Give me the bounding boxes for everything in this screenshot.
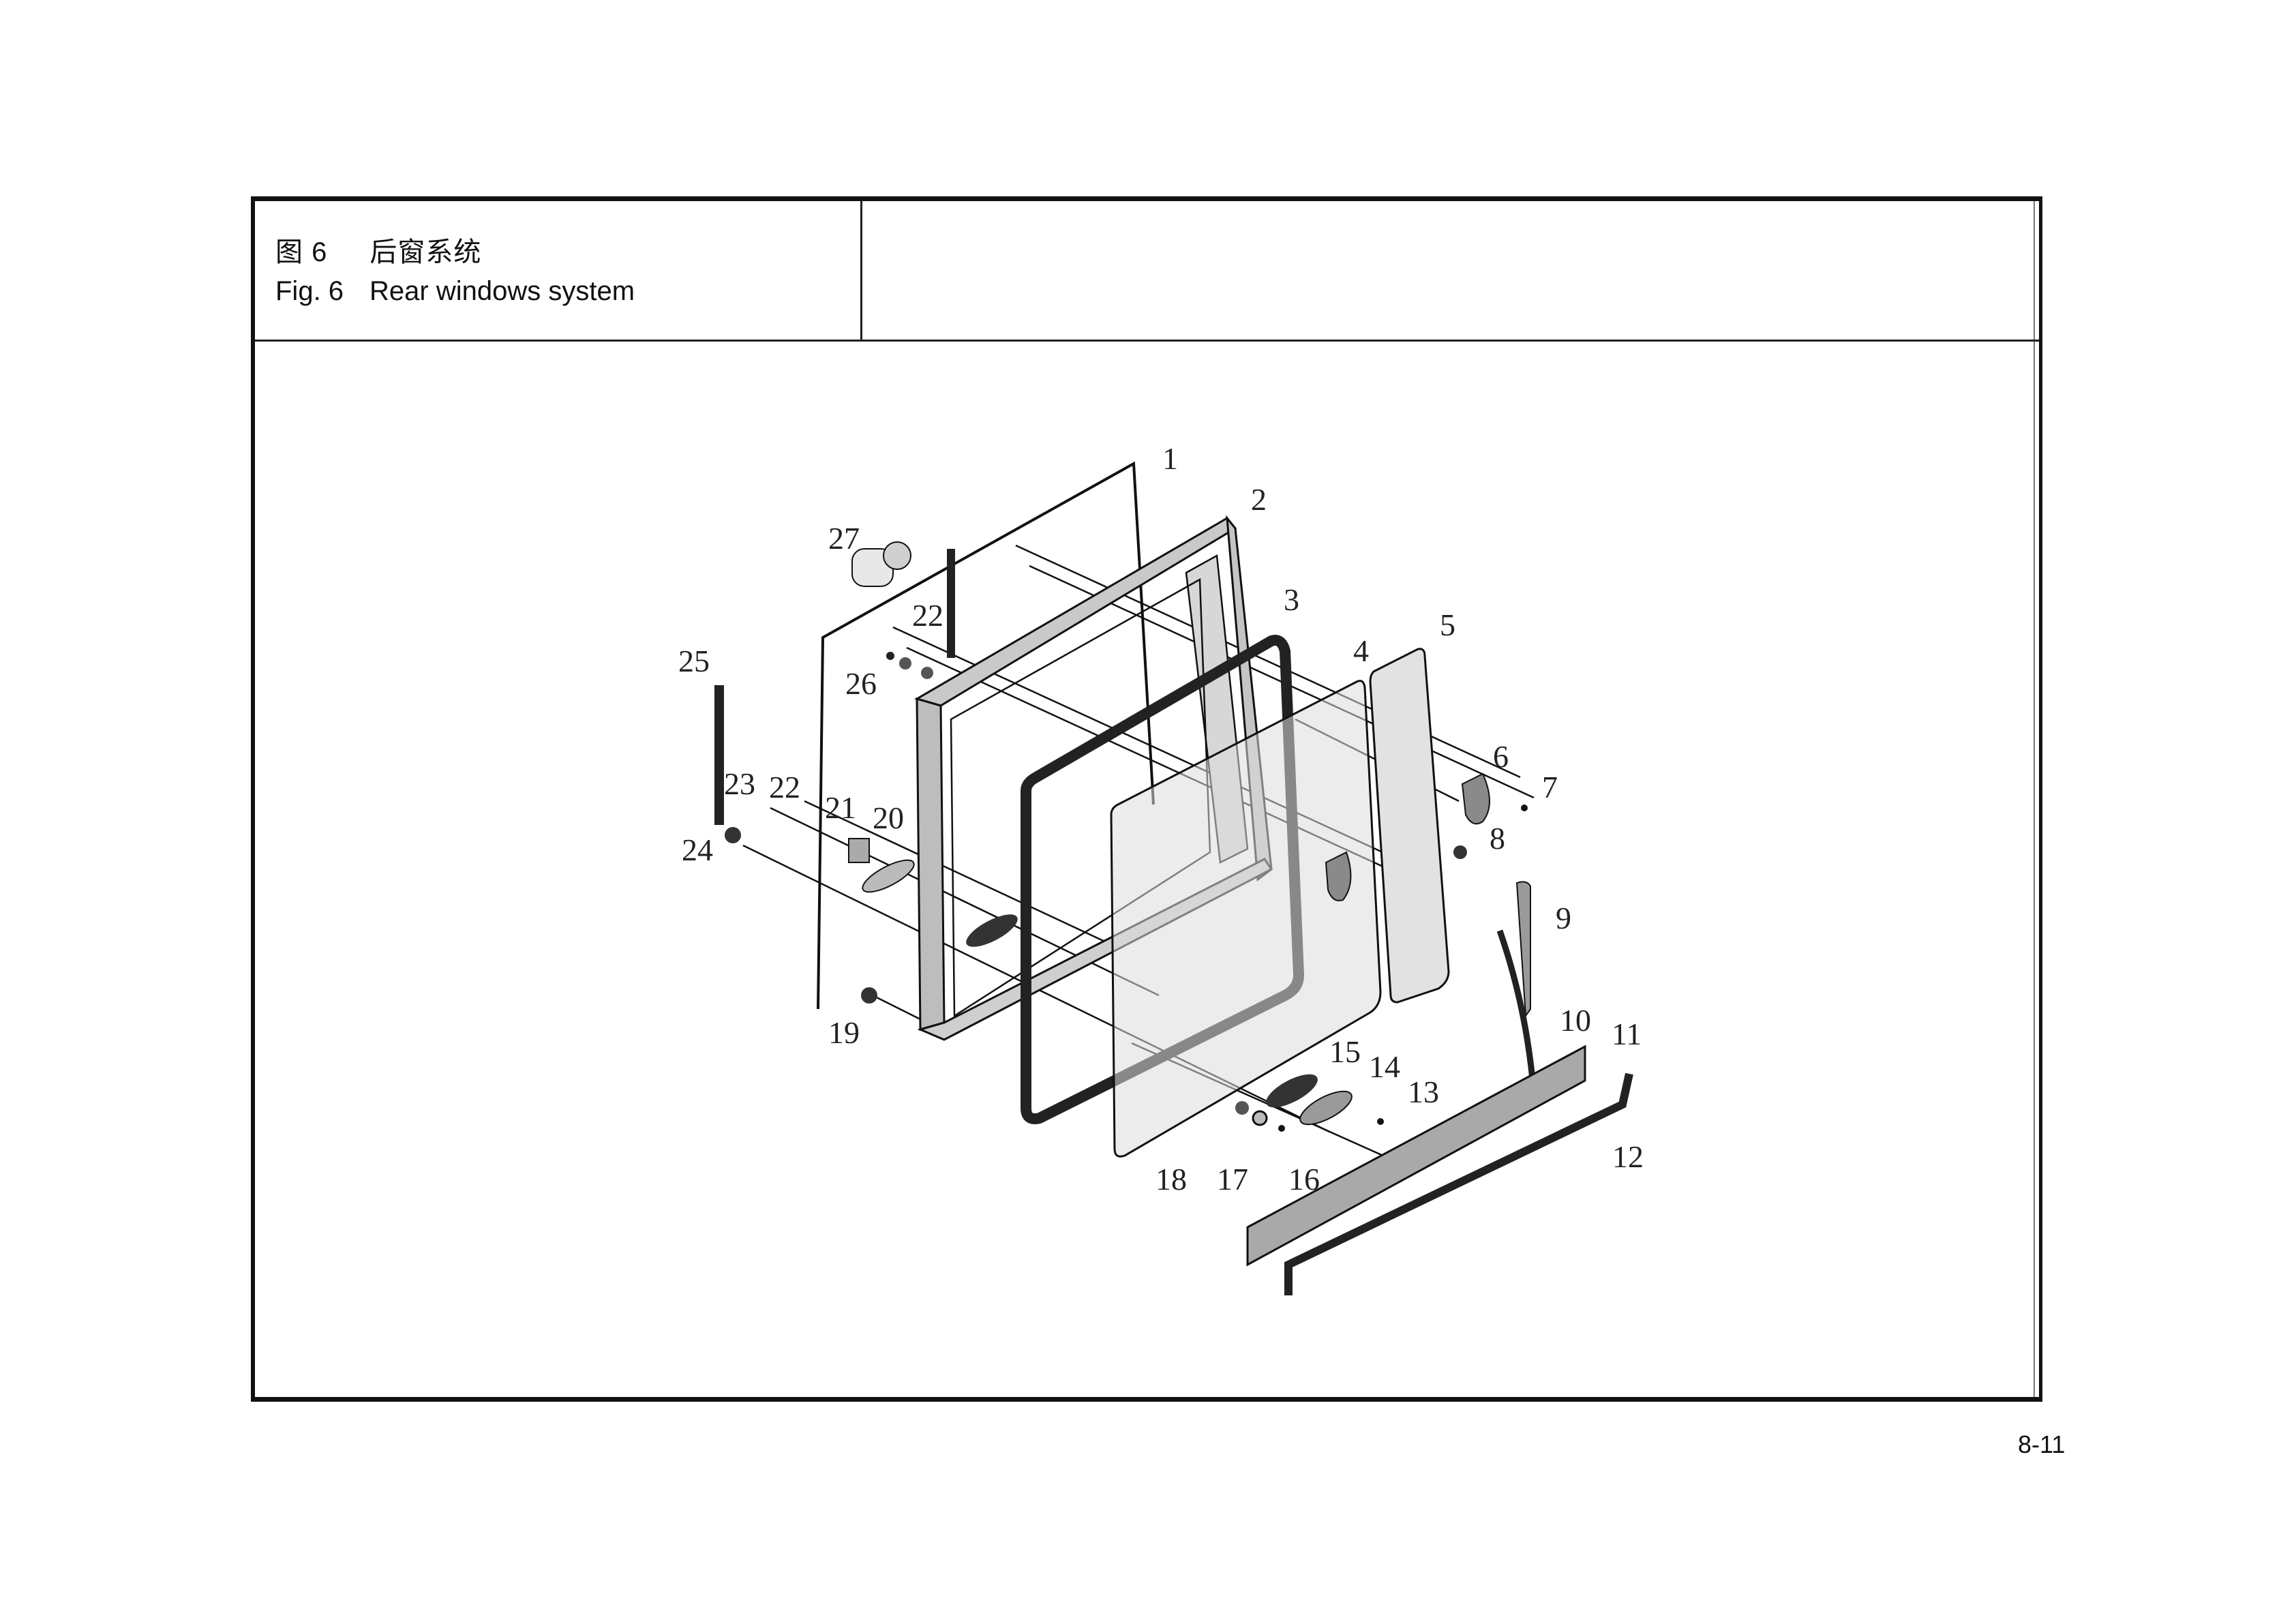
part-11-trim	[1246, 1044, 1586, 1267]
callout-1: 1	[1162, 441, 1178, 476]
frame-right-rule	[2034, 201, 2035, 1397]
callout-4: 4	[1353, 633, 1369, 668]
part-13-screw	[1377, 1118, 1384, 1125]
callout-23: 23	[724, 766, 755, 801]
callout-13: 13	[1408, 1074, 1439, 1109]
part-21-bracket	[848, 838, 870, 863]
callout-16: 16	[1288, 1162, 1320, 1197]
callout-9: 9	[1556, 901, 1571, 935]
part-8-knob	[1453, 845, 1467, 859]
callout-22-upper: 22	[912, 598, 943, 633]
part-15-pad	[1266, 1074, 1318, 1108]
callout-20: 20	[873, 800, 904, 835]
callout-25: 25	[678, 644, 710, 678]
callout-22-lower: 22	[769, 770, 800, 805]
callout-14: 14	[1369, 1049, 1400, 1084]
callout-26: 26	[845, 666, 877, 701]
callout-11: 11	[1612, 1017, 1642, 1051]
figure-header: 图 6 后窗系统 Fig. 6 Rear windows system	[255, 201, 2039, 342]
middle-pad	[966, 914, 1018, 947]
part-26-washer	[886, 652, 894, 660]
callout-12: 12	[1612, 1139, 1644, 1174]
callout-18: 18	[1155, 1162, 1187, 1197]
part-24-mount	[725, 827, 741, 843]
caption-cn-title: 后窗系统	[369, 237, 482, 267]
callout-24: 24	[682, 832, 713, 867]
callout-7: 7	[1542, 770, 1558, 805]
callout-17: 17	[1217, 1162, 1248, 1197]
caption-en-number: Fig. 6	[275, 276, 344, 306]
part-27-motor	[851, 541, 911, 587]
part-10-wiper-blade	[1496, 929, 1537, 1095]
part-19-mount	[861, 987, 877, 1004]
part-6-latch	[1461, 772, 1490, 825]
callout-10: 10	[1560, 1003, 1591, 1038]
part-4-glass	[1110, 680, 1382, 1158]
callout-27: 27	[828, 521, 860, 556]
callout-21: 21	[825, 790, 856, 825]
callout-15: 15	[1329, 1034, 1361, 1069]
callout-2: 2	[1251, 482, 1267, 517]
callout-19: 19	[828, 1015, 860, 1050]
caption-english: Fig. 6 Rear windows system	[275, 276, 635, 307]
part-14-pad	[1299, 1090, 1353, 1126]
part-16-screw	[1278, 1125, 1285, 1132]
part-26-washer3	[921, 667, 933, 679]
callout-3: 3	[1284, 582, 1299, 617]
part-18-washer	[1235, 1101, 1249, 1115]
caption-chinese: 图 6 后窗系统	[275, 230, 481, 269]
part-20-pad	[862, 859, 915, 893]
part-9-wiper-arm	[1515, 881, 1531, 1018]
part-5-sliding-glass	[1369, 648, 1450, 1004]
callout-5: 5	[1440, 607, 1455, 642]
caption-cn-number: 图 6	[275, 237, 328, 267]
part-26-washer2	[899, 657, 911, 670]
caption-cell: 图 6 后窗系统 Fig. 6 Rear windows system	[255, 201, 862, 340]
caption-en-title: Rear windows system	[369, 276, 635, 306]
callout-6: 6	[1493, 739, 1509, 774]
callout-8: 8	[1490, 821, 1505, 856]
part-6b-latch	[1325, 851, 1352, 901]
part-7-screw	[1521, 805, 1528, 811]
figure-frame: 图 6 后窗系统 Fig. 6 Rear windows system	[251, 196, 2042, 1402]
part-12-seal-strip	[1284, 1072, 1633, 1295]
part-17-washer	[1252, 1110, 1268, 1126]
page-number: 8-11	[2018, 1430, 2066, 1458]
part-1-outline	[817, 461, 1155, 1010]
